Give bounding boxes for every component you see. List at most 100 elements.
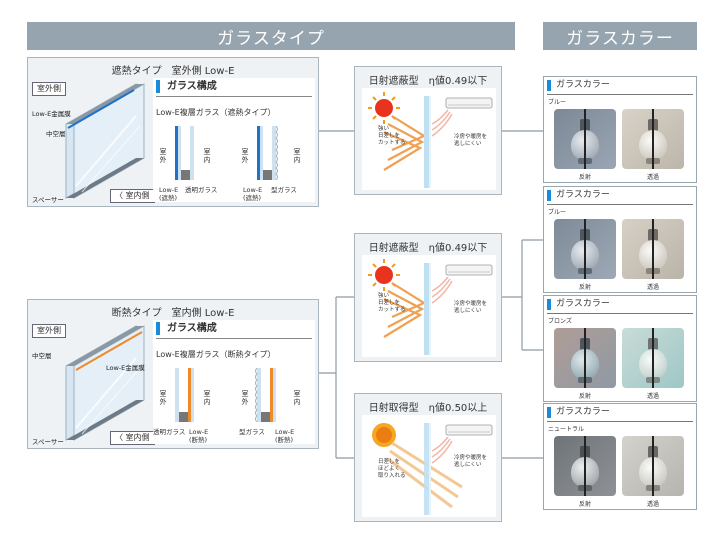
- glass-pane: [424, 263, 429, 355]
- ac-note: 冷房や暖房を 逃しにくい: [454, 134, 488, 147]
- lowe-heat-layer-2: [257, 126, 260, 180]
- color-card-title: ガラスカラー: [547, 80, 610, 91]
- color-card-divider: [547, 313, 693, 314]
- insulation-type-panel: 断熱タイプ 室内側 Low-E 室外側 中空層 Low-E金属膜 スペーサー 〈…: [27, 299, 319, 449]
- color-card-title: ガラスカラー: [547, 407, 610, 418]
- spacer-block-2: [263, 170, 272, 180]
- composition-divider: [156, 96, 312, 97]
- solar-shield-diagram: [368, 259, 493, 355]
- lowe-label: Low-E(遮熱): [159, 186, 179, 202]
- transmission-photo: [622, 109, 684, 169]
- color-name: ブルー: [548, 209, 567, 216]
- lowe-film-label: Low-E金属膜: [106, 364, 145, 372]
- indoor-arrow-icon: 〈: [115, 433, 126, 442]
- solar-shield-panel: 日射遮蔽型 η値0.49以下: [354, 66, 502, 195]
- reflection-photo: [554, 219, 616, 279]
- outside-vertical-label-2: 室外: [241, 390, 249, 406]
- transmission-caption: 透過: [646, 393, 659, 400]
- indoor-side-label: 室内側: [125, 433, 150, 442]
- glass-pane-illustration: [65, 325, 145, 441]
- composition-title: ガラス構成: [156, 322, 217, 335]
- reflection-caption: 反射: [578, 284, 591, 291]
- lowe-film-label: Low-E金属膜: [32, 110, 71, 118]
- panel-title: 断熱タイプ 室内側 Low-E: [111, 308, 235, 319]
- color-card-title: ガラスカラー: [547, 299, 610, 310]
- spacer-label: スペーサー: [32, 438, 64, 446]
- lowe-label-2: Low-E(遮熱): [243, 186, 263, 202]
- inside-vertical-label: 室内: [203, 390, 211, 406]
- indoor-side-label: 室内側: [125, 191, 150, 200]
- ac-airflow: [431, 436, 453, 464]
- inside-vertical-label: 室内: [203, 148, 211, 164]
- patterned-glass-layer: [272, 126, 278, 180]
- reflection-caption: 反射: [578, 174, 591, 181]
- color-card-blue-2: ガラスカラー ブルー 反射 透過: [543, 186, 697, 293]
- solar-gain-diagram: [372, 423, 493, 515]
- transmission-photo: [622, 328, 684, 388]
- composition-title: ガラス構成: [156, 80, 217, 93]
- reflection-photo: [554, 328, 616, 388]
- transmission-photo: [622, 436, 684, 496]
- color-name: ブロンズ: [548, 318, 572, 325]
- outdoor-side-tag: 室外側: [32, 82, 66, 96]
- color-card-blue: ガラスカラー ブルー 反射 透過: [543, 76, 697, 183]
- sun-icon: [372, 423, 396, 447]
- air-conditioner-icon: [445, 264, 493, 276]
- glass-color-header: ガラスカラー: [543, 22, 697, 50]
- ac-airflow: [431, 109, 453, 137]
- glass-layer-2: [260, 126, 263, 180]
- solar-shield-panel-2: 日射遮蔽型 η値0.49以下: [354, 233, 502, 362]
- patterned-glass-layer: [255, 368, 261, 422]
- transmission-photo: [622, 219, 684, 279]
- spacer-block: [181, 170, 190, 180]
- air-layer-label: 中空層: [46, 130, 66, 138]
- color-card-bronze: ガラスカラー ブロンズ 反射 透過: [543, 295, 697, 402]
- color-card-divider: [547, 421, 693, 422]
- glass-name: Low-E複層ガラス（断熱タイプ）: [156, 350, 276, 359]
- glass-layer-2: [273, 368, 276, 422]
- patterned-glass-label: 型ガラス: [271, 186, 297, 194]
- indoor-side-tag: 〈 室内側: [110, 189, 155, 203]
- property-illustration: 日差しを ほどよく 取り入れる 冷房や暖房を 逃しにくい: [362, 415, 496, 517]
- color-card-divider: [547, 94, 693, 95]
- inside-vertical-label-2: 室内: [293, 390, 301, 406]
- lowe-heat-layer: [175, 126, 178, 180]
- property-title: 日射遮蔽型 η値0.49以下: [368, 243, 488, 254]
- clear-glass-label: 透明ガラス: [185, 186, 218, 194]
- property-title: 日射取得型 η値0.50以上: [368, 403, 488, 414]
- glass-name: Low-E複層ガラス（遮熱タイプ）: [156, 108, 276, 117]
- air-layer-label: 中空層: [32, 352, 52, 360]
- property-illustration: 強い 日差しを カットする 冷房や暖房を 逃しにくい: [362, 255, 496, 357]
- spacer-block: [179, 412, 188, 422]
- glass-layer: [178, 126, 181, 180]
- reflection-photo: [554, 109, 616, 169]
- glass-pane: [424, 96, 429, 188]
- glass-layer: [191, 368, 194, 422]
- glass-pane: [424, 423, 429, 515]
- reflection-caption: 反射: [578, 393, 591, 400]
- glass-type-header: ガラスタイプ: [27, 22, 515, 50]
- lowe-insul-layer-2: [270, 368, 273, 422]
- solar-gain-panel: 日射取得型 η値0.50以上 日差しを ほどよく 取り入れる 冷房や暖房を 逃し…: [354, 393, 502, 522]
- color-name: ブルー: [548, 99, 567, 106]
- composition-divider: [156, 338, 312, 339]
- spacer-label: スペーサー: [32, 196, 64, 204]
- property-title: 日射遮蔽型 η値0.49以下: [368, 76, 488, 87]
- solar-shield-diagram: [368, 92, 493, 188]
- color-card-neutral: ガラスカラー ニュートラル 反射 透過: [543, 403, 697, 510]
- panel-title: 遮熱タイプ 室外側 Low-E: [111, 66, 235, 77]
- patterned-glass-label: 型ガラス: [239, 428, 265, 436]
- glass-pane-illustration: [65, 83, 145, 199]
- glass-composition-box: ガラス構成 Low-E複層ガラス（遮熱タイプ） 室外 室内 Low-E(遮熱) …: [153, 78, 315, 202]
- ac-note: 冷房や暖房を 逃しにくい: [454, 301, 488, 314]
- reflection-photo: [554, 436, 616, 496]
- indoor-arrow-icon: 〈: [115, 191, 126, 200]
- clear-glass-layer: [175, 368, 179, 422]
- ac-note: 冷房や暖房を 逃しにくい: [454, 455, 488, 468]
- transmission-caption: 透過: [646, 501, 659, 508]
- ac-airflow: [431, 276, 453, 304]
- air-conditioner-icon: [445, 97, 493, 109]
- sun-note: 強い 日差しを カットする: [378, 293, 406, 313]
- lowe-insul-layer: [188, 368, 191, 422]
